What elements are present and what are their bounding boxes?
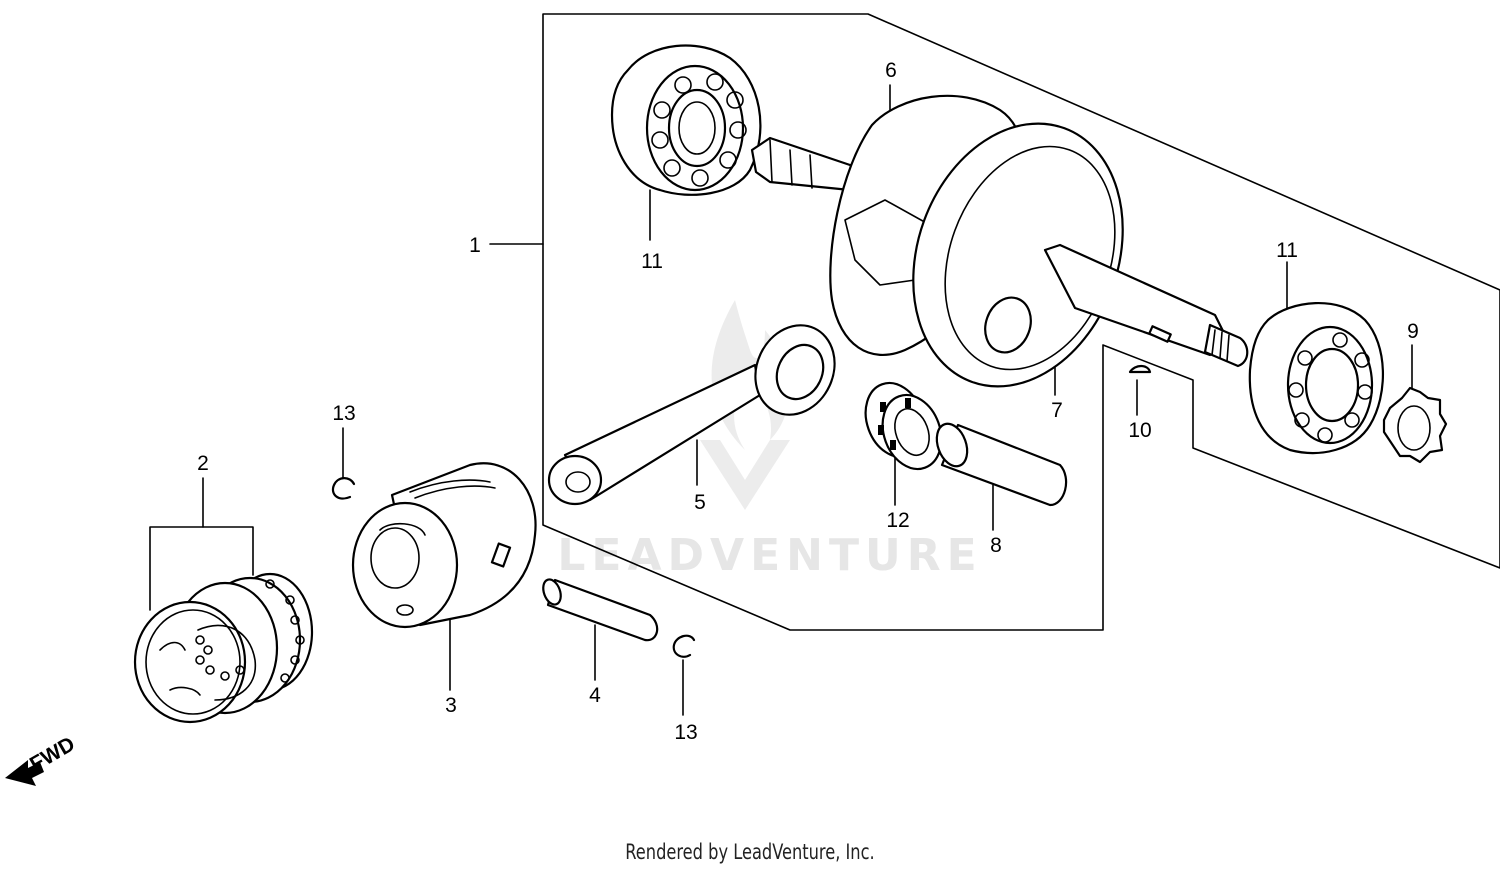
- watermark-text: LEADVENTURE: [557, 530, 982, 581]
- needle-bearing: [864, 381, 943, 471]
- bearing-right: [1248, 301, 1385, 454]
- callout-13-top: 13: [332, 402, 355, 425]
- fwd-label: FWD: [26, 732, 79, 776]
- fwd-arrow: FWD: [5, 732, 79, 786]
- connecting-rod: [547, 324, 836, 506]
- piston-ring-set: [133, 572, 314, 724]
- callout-11-left: 11: [641, 250, 663, 273]
- callout-11-right: 11: [1276, 239, 1298, 262]
- callout-13-bottom: 13: [674, 721, 697, 744]
- circlip-top: [331, 477, 356, 500]
- callout-7: 7: [1051, 399, 1063, 422]
- callout-3: 3: [445, 694, 457, 717]
- crank-pin: [935, 422, 1068, 507]
- callout-12: 12: [886, 509, 909, 532]
- assembly-outline: [542, 13, 1500, 631]
- callout-6: 6: [885, 59, 897, 82]
- sprocket-gear: [1382, 386, 1448, 464]
- watermark-v: [700, 440, 790, 510]
- callout-10: 10: [1128, 419, 1151, 442]
- callout-2: 2: [197, 452, 209, 475]
- bearing-left: [610, 44, 762, 196]
- woodruff-key: [1128, 364, 1152, 374]
- fwd-arrow-icon: [5, 760, 44, 786]
- callout-1: 1: [469, 234, 481, 257]
- callout-4: 4: [589, 684, 601, 707]
- piston-pin: [542, 578, 659, 642]
- crank-web-right: [912, 122, 1249, 388]
- circlip-bottom: [672, 634, 696, 658]
- callout-5: 5: [694, 491, 706, 514]
- callout-9: 9: [1407, 320, 1419, 343]
- footer-credit: Rendered by LeadVenture, Inc.: [625, 840, 875, 864]
- callout-labels: 1 2 3 4 5 6 7 8 9 10 11 11 12 13 13: [197, 59, 1419, 744]
- callout-8: 8: [990, 534, 1002, 557]
- piston: [351, 462, 537, 629]
